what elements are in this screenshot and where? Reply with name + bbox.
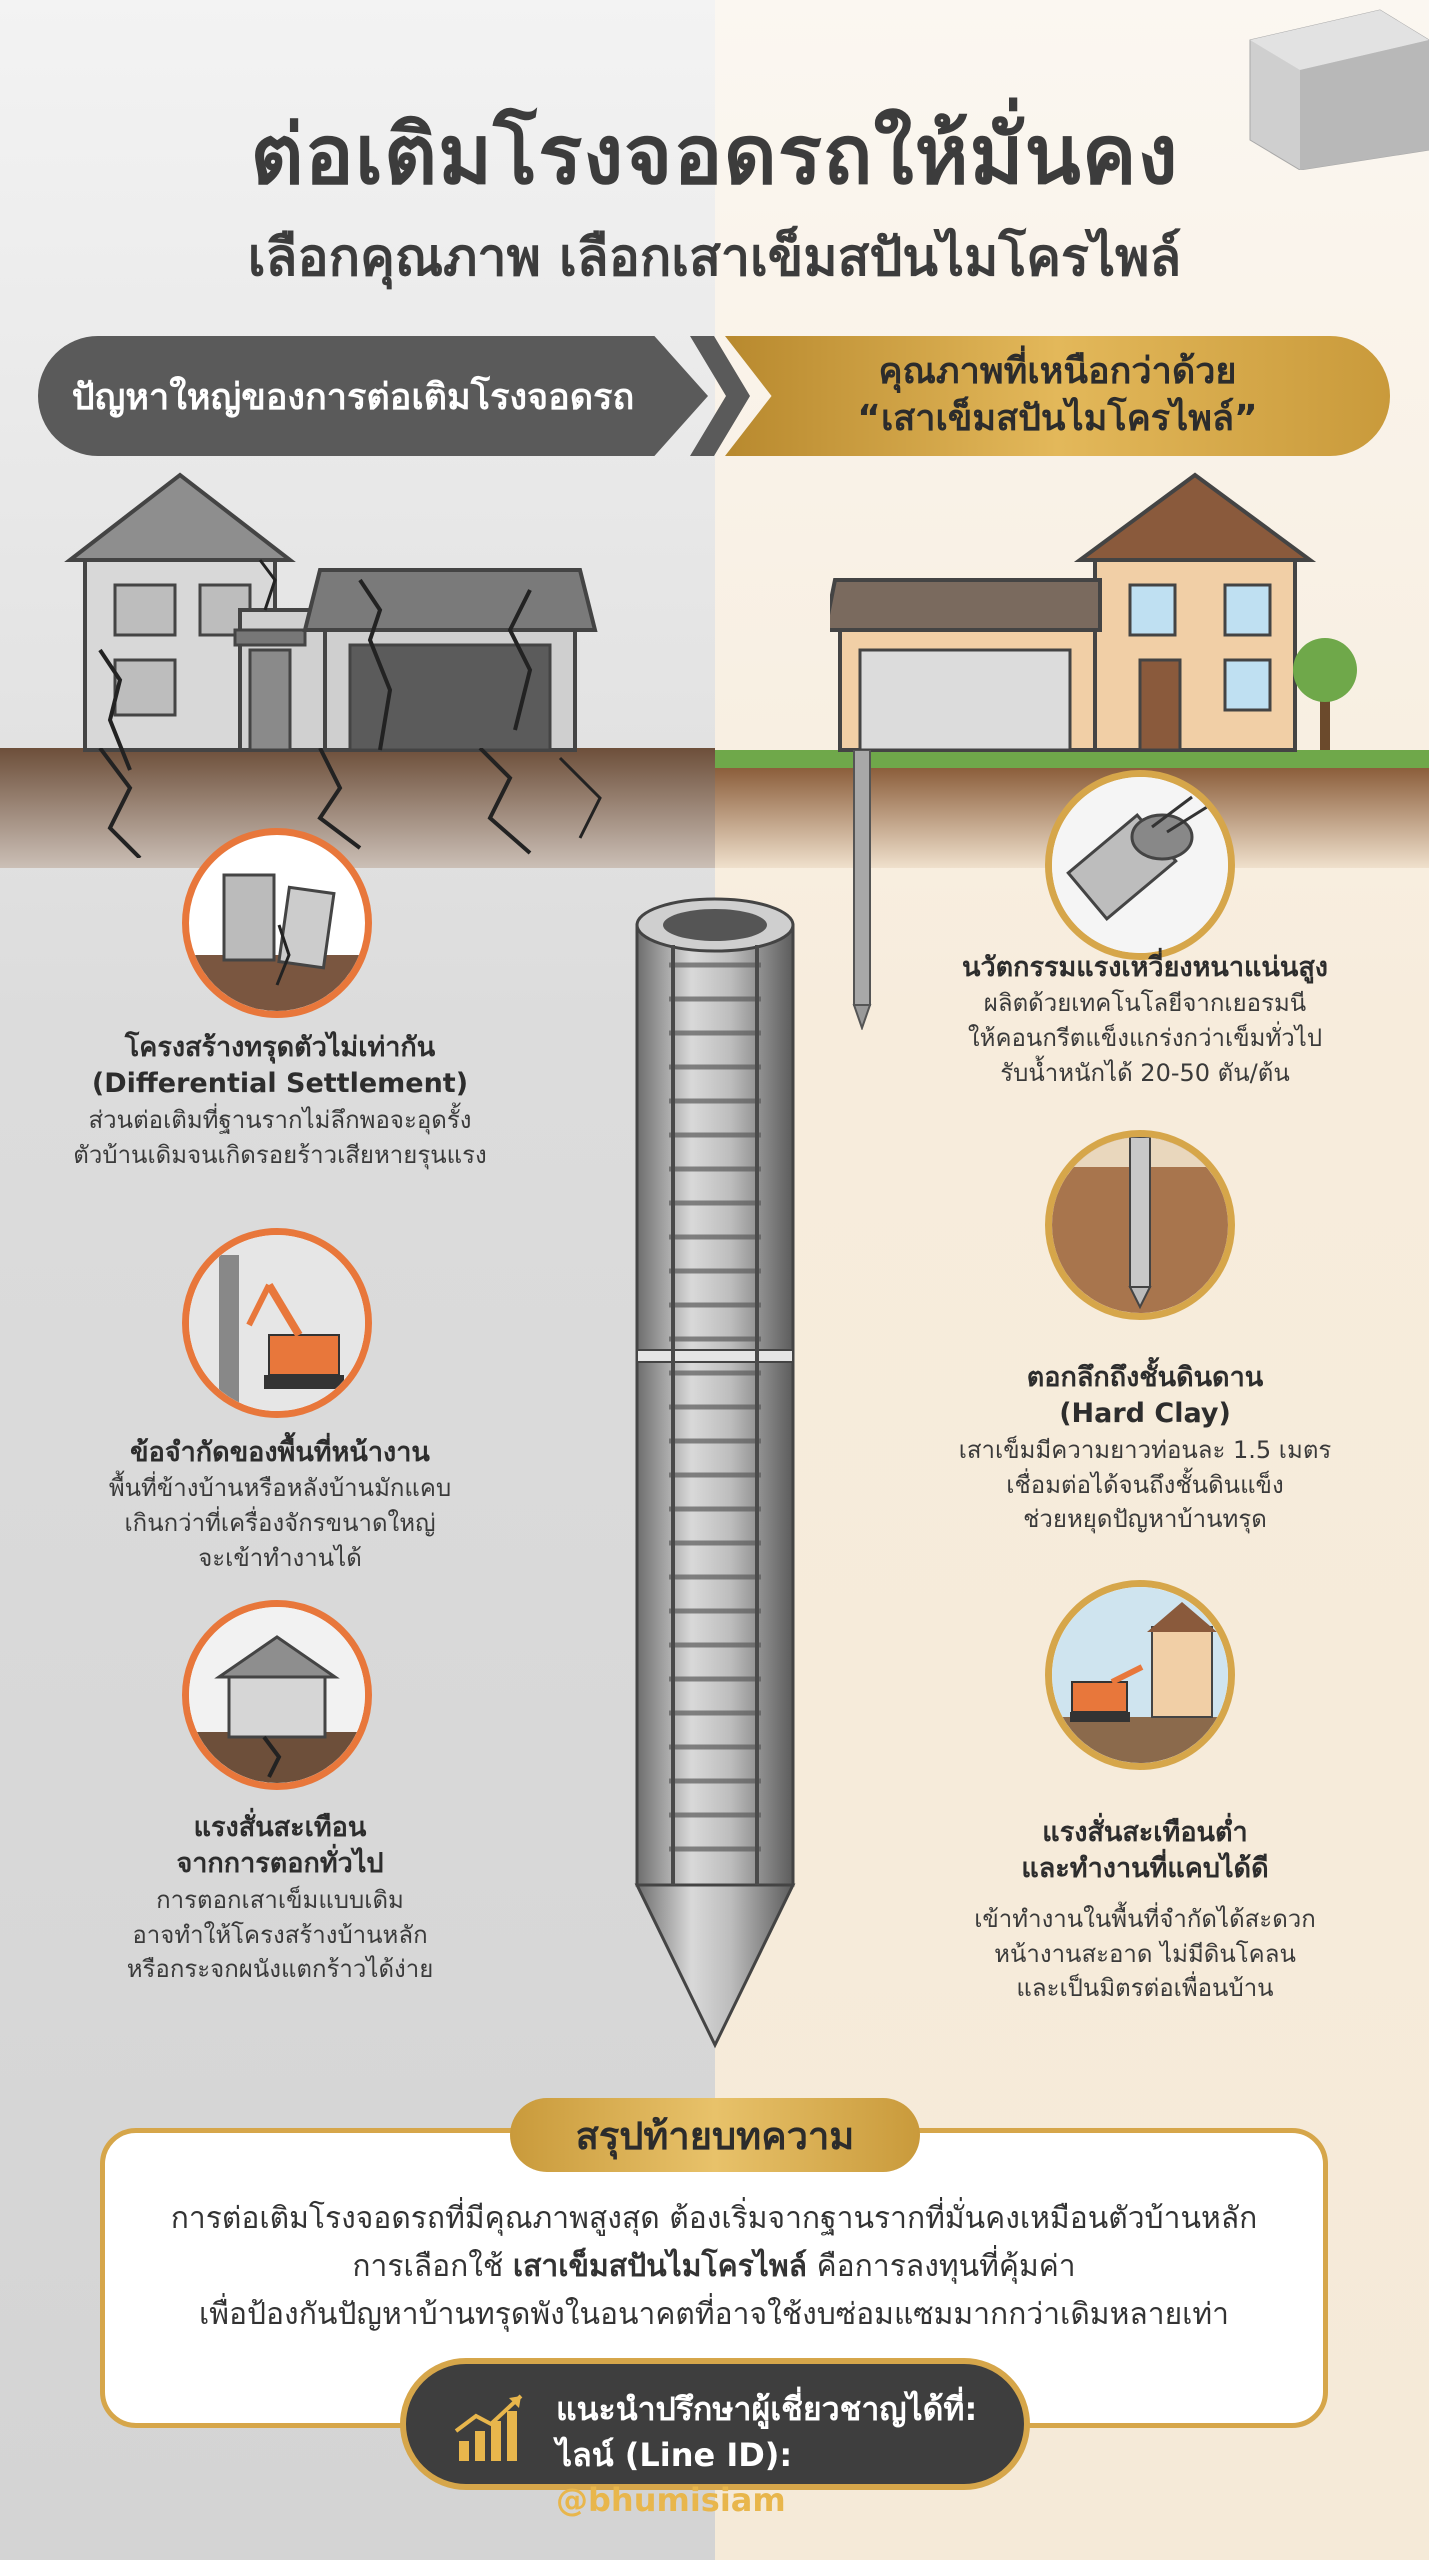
problem-2-desc-line3: จะเข้าทำงานได้ bbox=[198, 1544, 362, 1573]
summary-tag: สรุปท้ายบทความ bbox=[510, 2098, 920, 2172]
contact-line2: ไลน์ (Line ID): @bhumisiam bbox=[556, 2430, 1024, 2519]
grass-strip bbox=[715, 750, 1429, 768]
problem-2-title-line1: ข้อจำกัดของพื้นที่หน้างาน bbox=[130, 1437, 430, 1468]
benefit-1-desc-line2: ให้คอนกรีตแข็งแกร่งกว่าเข็มทั่วไป bbox=[967, 1024, 1323, 1053]
summary-line2-pre: การเลือกใช้ bbox=[352, 2249, 513, 2284]
contact-pill[interactable]: แนะนำปรึกษาผู้เชี่ยวชาญได้ที่: ไลน์ (Lin… bbox=[400, 2358, 1030, 2519]
problem-3-desc-line2: อาจทำให้โครงสร้างบ้านหลัก bbox=[132, 1920, 428, 1949]
small-excavator-house-icon bbox=[1045, 1580, 1235, 1770]
page-subtitle: เลือกคุณภาพ เลือกเสาเข็มสปันไมโครไพล์ bbox=[247, 228, 1182, 288]
benefit-1-title-line1: นวัตกรรมแรงเหวี่ยงหนาแน่นสูง bbox=[962, 952, 1328, 983]
benefits-banner-line1: คุณภาพที่เหนือกว่าด้วย bbox=[878, 351, 1237, 393]
summary-tag-label: สรุปท้ายบทความ bbox=[575, 2113, 855, 2158]
contact-line-id[interactable]: @bhumisiam bbox=[556, 2481, 786, 2519]
benefit-3-desc-line2: หน้างานสะอาด ไม่มีดินโคลน bbox=[994, 1939, 1296, 1968]
summary-line2: การเลือกใช้ เสาเข็มสปันไมโครไพล์ คือการล… bbox=[120, 2243, 1308, 2291]
cracked-house-illustration bbox=[64, 472, 598, 771]
cracked-buildings-icon bbox=[182, 828, 372, 1018]
problem-1-title-line1: โครงสร้างทรุดตัวไม่เท่ากัน bbox=[124, 1032, 436, 1063]
contact-line-id-label: ไลน์ (Line ID): bbox=[556, 2436, 793, 2474]
small-pile-illustration bbox=[852, 750, 872, 1030]
problem-1-desc-line2: ตัวบ้านเดิมจนเกิดรอยร้าวเสียหายรุนแรง bbox=[73, 1140, 487, 1169]
benefit-1-desc-line3: รับน้ำหนักได้ 20-50 ตัน/ต้น bbox=[1000, 1059, 1290, 1088]
problem-feature-3: แรงสั่นสะเทือน จากการตอกทั่วไป การตอกเสา… bbox=[50, 1810, 510, 1987]
benefits-banner: คุณภาพที่เหนือกว่าด้วย “เสาเข็มสปันไมโคร… bbox=[725, 336, 1390, 456]
house-vibration-icon bbox=[182, 1600, 372, 1790]
benefit-2-desc-line1: เสาเข็มมีความยาวท่อนละ 1.5 เมตร bbox=[958, 1435, 1332, 1464]
benefit-2-title-line1: ตอกลึกถึงชั้นดินดาน bbox=[1026, 1362, 1264, 1393]
excavator-narrow-space-icon bbox=[182, 1228, 372, 1418]
problem-feature-1: โครงสร้างทรุดตัวไม่เท่ากัน (Differential… bbox=[50, 1030, 510, 1172]
page-title: ต่อเติมโรงจอดรถให้มั่นคง bbox=[250, 108, 1179, 203]
contact-line1: แนะนำปรึกษาผู้เชี่ยวชาญได้ที่: bbox=[556, 2390, 978, 2428]
ground-cracks bbox=[98, 748, 602, 858]
summary-line2-post: คือการลงทุนที่คุ้มค่า bbox=[807, 2249, 1076, 2284]
problem-3-title-line1: แรงสั่นสะเทือน bbox=[193, 1812, 367, 1843]
problems-banner-label: ปัญหาใหญ่ของการต่อเติมโรงจอดรถ bbox=[71, 376, 635, 418]
problem-2-desc-line1: พื้นที่ข้างบ้านหรือหลังบ้านมักแคบ bbox=[108, 1474, 452, 1503]
spun-micro-pile-illustration bbox=[634, 897, 796, 2049]
benefit-3-desc-line1: เข้าทำงานในพื้นที่จำกัดได้สะดวก bbox=[974, 1904, 1316, 1933]
concrete-block-decoration bbox=[1249, 9, 1429, 170]
benefits-banner-line2: “เสาเข็มสปันไมโครไพล์” bbox=[857, 398, 1258, 439]
problem-3-title-line2: จากการตอกทั่วไป bbox=[176, 1848, 384, 1880]
problem-2-desc-line2: เกินกว่าที่เครื่องจักรขนาดใหญ่ bbox=[124, 1509, 436, 1538]
benefit-feature-3: แรงสั่นสะเทือนต่ำ และทำงานที่แคบได้ดี เข… bbox=[905, 1815, 1385, 2006]
summary-line1: การต่อเติมโรงจอดรถที่มีคุณภาพสูงสุด ต้อง… bbox=[170, 2201, 1258, 2236]
benefit-2-desc-line3: ช่วยหยุดปัญหาบ้านทรุด bbox=[1023, 1505, 1267, 1534]
problem-1-desc-line1: ส่วนต่อเติมที่ฐานรากไม่ลึกพอจะอุดรั้ง bbox=[88, 1105, 472, 1134]
summary-text: การต่อเติมโรงจอดรถที่มีคุณภาพสูงสุด ต้อง… bbox=[120, 2195, 1308, 2339]
pile-in-soil-icon bbox=[1045, 1130, 1235, 1320]
summary-line2-bold: เสาเข็มสปันไมโครไพล์ bbox=[512, 2249, 808, 2284]
benefit-2-title-line2: (Hard Clay) bbox=[1059, 1398, 1231, 1430]
benefit-3-title-line2: และทำงานที่แคบได้ดี bbox=[1021, 1853, 1269, 1885]
benefit-2-desc-line2: เชื่อมต่อได้จนถึงชั้นดินแข็ง bbox=[1006, 1470, 1284, 1499]
benefit-3-desc-line3: และเป็นมิตรต่อเพื่อนบ้าน bbox=[1016, 1974, 1274, 2003]
benefit-feature-2: ตอกลึกถึงชั้นดินดาน (Hard Clay) เสาเข็มม… bbox=[905, 1360, 1385, 1537]
benefit-1-desc-line1: ผลิตด้วยเทคโนโลยีจากเยอรมนี bbox=[983, 989, 1307, 1018]
problem-3-desc-line3: หรือกระจกผนังแตกร้าวได้ง่าย bbox=[126, 1955, 434, 1984]
problem-3-desc-line1: การตอกเสาเข็มแบบเดิม bbox=[156, 1885, 404, 1914]
problem-feature-2: ข้อจำกัดของพื้นที่หน้างาน พื้นที่ข้างบ้า… bbox=[50, 1435, 510, 1576]
problem-1-title-line2: (Differential Settlement) bbox=[91, 1068, 469, 1100]
pile-cross-section-icon bbox=[1045, 770, 1235, 960]
stable-house-illustration bbox=[830, 472, 1357, 752]
problems-banner: ปัญหาใหญ่ของการต่อเติมโรงจอดรถ bbox=[38, 336, 708, 456]
summary-line3: เพื่อป้องกันปัญหาบ้านทรุดพังในอนาคตที่อา… bbox=[198, 2297, 1230, 2332]
benefit-feature-1: นวัตกรรมแรงเหวี่ยงหนาแน่นสูง ผลิตด้วยเทค… bbox=[905, 950, 1385, 1091]
benefit-3-title-line1: แรงสั่นสะเทือนต่ำ bbox=[1042, 1817, 1248, 1848]
growth-chart-icon bbox=[454, 2394, 523, 2461]
